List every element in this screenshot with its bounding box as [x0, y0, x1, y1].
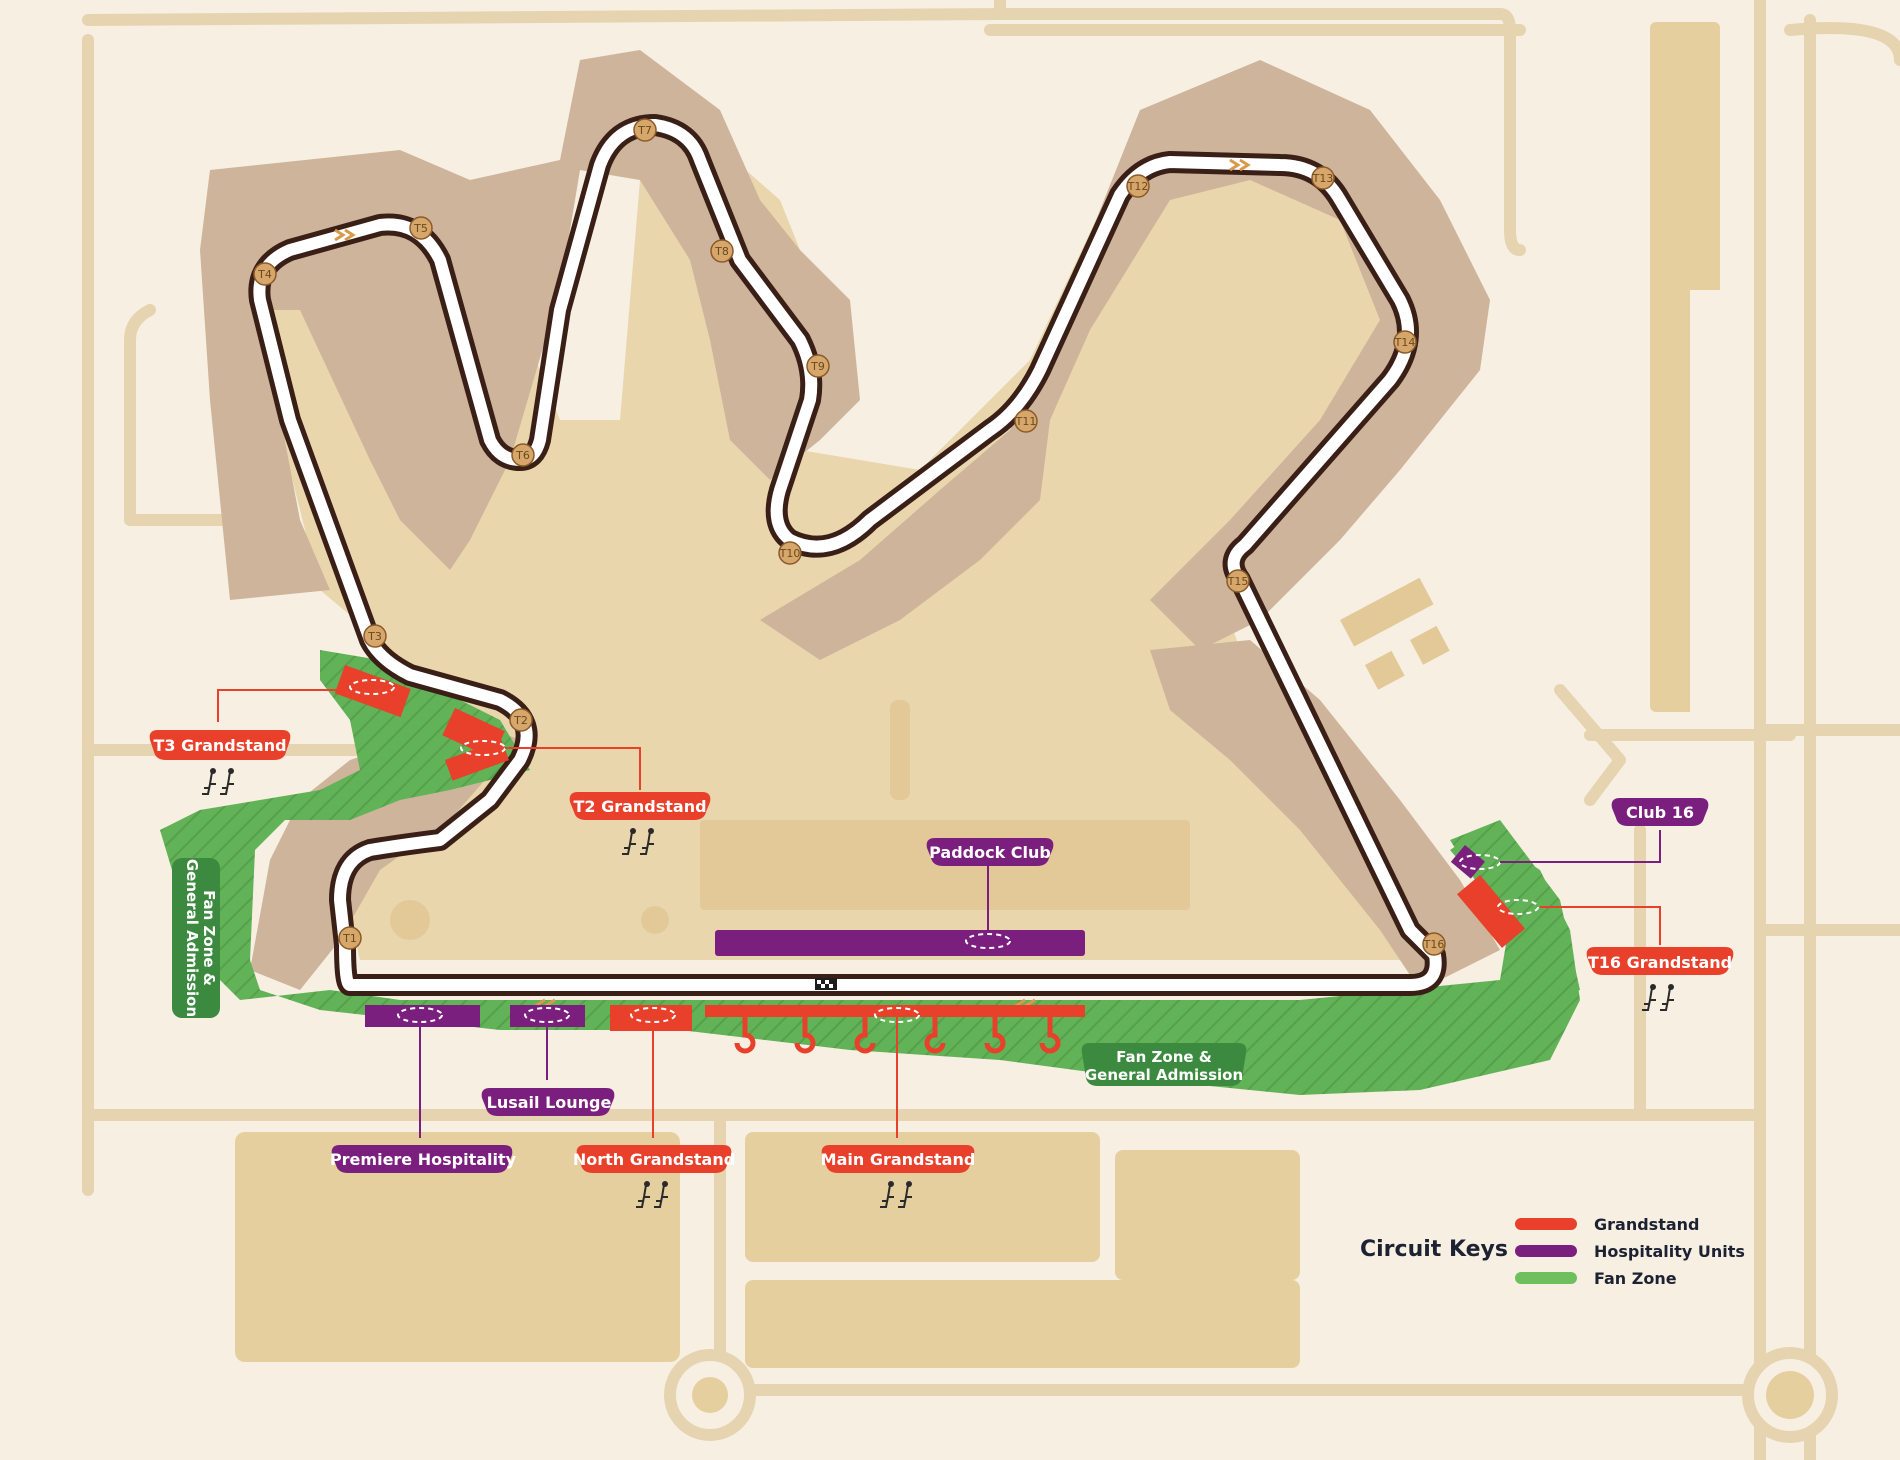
sand-area [1690, 290, 1740, 720]
legend-swatch [1515, 1245, 1577, 1257]
svg-text:Lusail Lounge: Lusail Lounge [487, 1093, 612, 1112]
label-club-16[interactable]: Club 16 [1611, 798, 1709, 826]
svg-text:General Admission: General Admission [1085, 1066, 1243, 1084]
hospitality-areas [365, 845, 1485, 1027]
svg-text:T10: T10 [779, 547, 801, 560]
svg-text:T6: T6 [515, 449, 530, 462]
svg-text:Paddock Club: Paddock Club [929, 843, 1051, 862]
legend-label: Fan Zone [1594, 1269, 1677, 1288]
turn-marker-t15: T15 [1226, 569, 1250, 593]
label-t2-grandstand[interactable]: T2 Grandstand [569, 792, 711, 820]
turn-marker-t8: T8 [710, 239, 734, 263]
svg-text:T1: T1 [342, 932, 357, 945]
svg-text:General Admission: General Admission [183, 859, 201, 1017]
legend-item: Grandstand [1515, 1215, 1699, 1234]
svg-text:Fan Zone &: Fan Zone & [1116, 1048, 1212, 1066]
turn-marker-t14: T14 [1393, 330, 1417, 354]
turn-marker-t9: T9 [806, 354, 830, 378]
turn-marker-t4: T4 [253, 262, 277, 286]
turn-marker-t2: T2 [509, 708, 533, 732]
seat-icon [202, 768, 234, 795]
seat-icon [880, 1181, 912, 1208]
svg-text:T16: T16 [1423, 938, 1445, 951]
label-north-grandstand[interactable]: North Grandstand [573, 1145, 735, 1173]
turn-marker-t12: T12 [1126, 174, 1150, 198]
roundabout [1742, 1347, 1838, 1443]
turn-marker-t10: T10 [778, 541, 802, 565]
start-finish-icon [815, 978, 837, 990]
label-t3-grandstand[interactable]: T3 Grandstand [149, 730, 291, 760]
seat-icon [622, 828, 654, 855]
seat-icon [1642, 984, 1674, 1011]
svg-text:T16 Grandstand: T16 Grandstand [1588, 953, 1732, 972]
legend-label: Grandstand [1594, 1215, 1699, 1234]
label-fan-zone-right[interactable]: Fan Zone & General Admission [1081, 1043, 1247, 1086]
grandstand-areas [334, 665, 1525, 1031]
svg-text:Premiere Hospitality: Premiere Hospitality [330, 1150, 517, 1169]
svg-text:Main Grandstand: Main Grandstand [821, 1150, 976, 1169]
main-grandstand-rakes [734, 1017, 1061, 1054]
legend-label: Hospitality Units [1594, 1242, 1745, 1261]
parking-areas [235, 1132, 1300, 1368]
svg-text:T14: T14 [1394, 336, 1416, 349]
svg-text:North Grandstand: North Grandstand [573, 1150, 735, 1169]
legend-title: Circuit Keys [1360, 1237, 1508, 1262]
svg-text:T3 Grandstand: T3 Grandstand [153, 736, 286, 755]
svg-text:T8: T8 [714, 245, 729, 258]
label-lusail-lounge[interactable]: Lusail Lounge [481, 1088, 615, 1116]
svg-text:T2 Grandstand: T2 Grandstand [573, 797, 706, 816]
leader-lines [217, 689, 1661, 1138]
svg-text:T12: T12 [1127, 180, 1149, 193]
svg-text:Fan Zone &: Fan Zone & [200, 890, 218, 986]
svg-text:Club 16: Club 16 [1626, 803, 1694, 822]
turn-marker-t11: T11 [1014, 409, 1038, 433]
svg-text:T15: T15 [1227, 575, 1249, 588]
svg-text:T5: T5 [413, 222, 428, 235]
roundabout [664, 1349, 756, 1441]
turn-marker-t13: T13 [1311, 166, 1335, 190]
seat-icons [202, 768, 1674, 1208]
turn-marker-t7: T7 [633, 118, 657, 142]
label-premiere-hospitality[interactable]: Premiere Hospitality [330, 1145, 517, 1173]
svg-text:T13: T13 [1312, 172, 1334, 185]
svg-text:T4: T4 [257, 268, 272, 281]
seat-icon [636, 1181, 668, 1208]
legend-swatch [1515, 1272, 1577, 1284]
legend-item: Hospitality Units [1515, 1242, 1745, 1261]
label-paddock-club[interactable]: Paddock Club [926, 838, 1054, 866]
svg-text:T2: T2 [513, 714, 528, 727]
turn-marker-t6: T6 [511, 443, 535, 467]
turn-marker-t16: T16 [1422, 932, 1446, 956]
label-fan-zone-left[interactable]: Fan Zone & General Admission [172, 858, 220, 1018]
svg-text:T3: T3 [367, 630, 382, 643]
legend-item: Fan Zone [1515, 1269, 1677, 1288]
turn-marker-t3: T3 [363, 624, 387, 648]
label-main-grandstand[interactable]: Main Grandstand [821, 1145, 976, 1173]
label-t16-grandstand[interactable]: T16 Grandstand [1586, 947, 1734, 975]
svg-text:T11: T11 [1015, 415, 1037, 428]
svg-text:T9: T9 [810, 360, 825, 373]
svg-text:T7: T7 [637, 124, 652, 137]
turn-marker-t1: T1 [338, 926, 362, 950]
turn-marker-t5: T5 [409, 216, 433, 240]
legend-swatch [1515, 1218, 1577, 1230]
